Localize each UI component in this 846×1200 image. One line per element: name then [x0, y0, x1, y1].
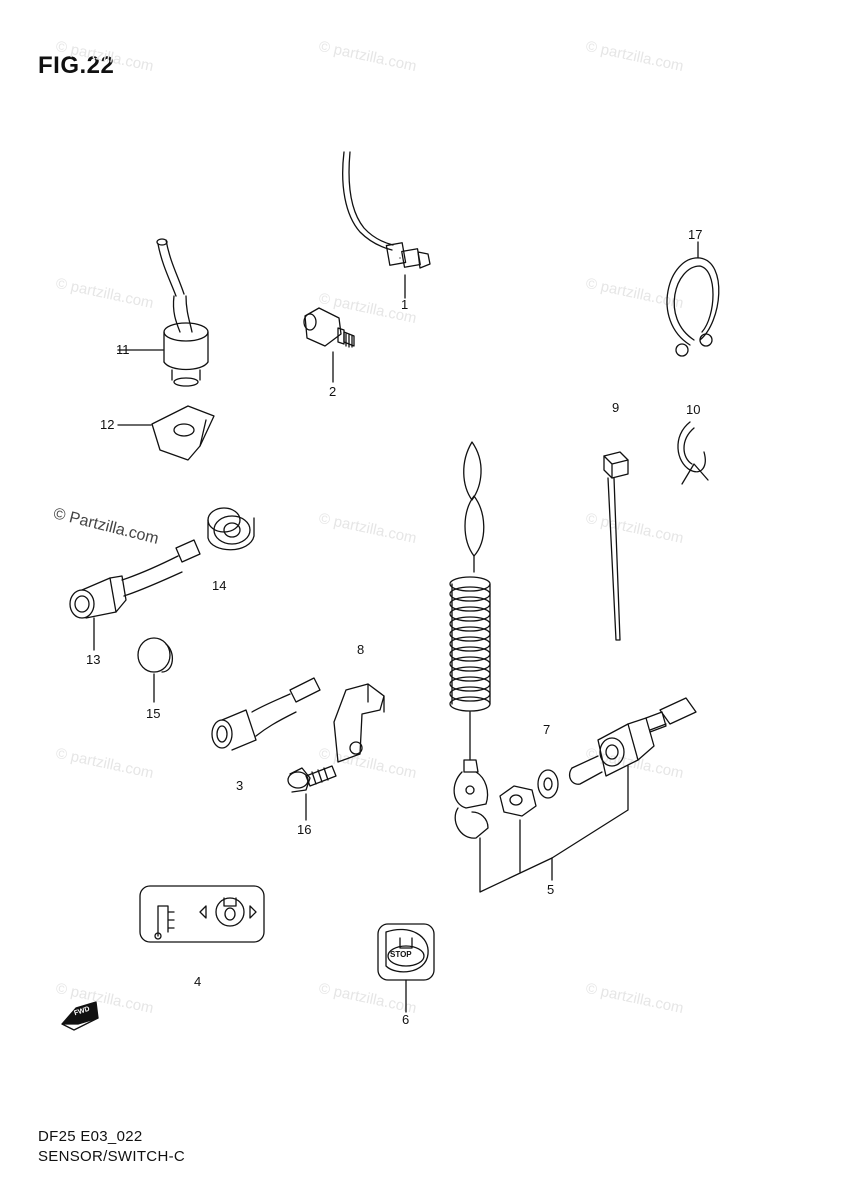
callout-8: 8: [357, 642, 365, 657]
callout-6: 6: [402, 1012, 410, 1027]
part-8-bracket: [333, 683, 385, 763]
part-9-cable-tie: [603, 451, 629, 641]
fwd-arrow-icon: [61, 1001, 99, 1031]
part-4-plate: [139, 885, 265, 943]
callout-14: 14: [212, 578, 227, 593]
part-15-cap: [137, 637, 173, 703]
callout-2: 2: [329, 384, 337, 399]
part-3-switch: [211, 677, 321, 751]
callout-10: 10: [686, 402, 701, 417]
part-1-sensor: [342, 151, 431, 299]
callout-3: 3: [236, 778, 244, 793]
part-13-switch: [69, 539, 201, 651]
callout-16: 16: [297, 822, 312, 837]
part-10-clip: [677, 421, 709, 485]
callout-7: 7: [543, 722, 551, 737]
part-6-stop-plate: [377, 923, 435, 1013]
callout-12: 12: [100, 417, 115, 432]
part-16-bolt: [287, 765, 337, 821]
footer-section: SENSOR/SWITCH-C: [38, 1148, 185, 1165]
callout-1: 1: [401, 297, 409, 312]
part-5-lanyard: [449, 441, 697, 893]
callout-11: 11: [116, 342, 130, 357]
part-11-switch: [117, 238, 209, 387]
callout-17: 17: [688, 227, 703, 242]
figure-title: FIG.22: [38, 52, 115, 79]
part-2-plug: [303, 307, 355, 383]
callout-9: 9: [612, 400, 620, 415]
part-14-nut: [207, 507, 255, 551]
stop-plate-text: STOP: [390, 950, 412, 959]
callout-4: 4: [194, 974, 202, 989]
part-12-bracket: [117, 405, 215, 461]
callout-15: 15: [146, 706, 161, 721]
part-17-clamp: [666, 241, 720, 357]
footer-model: DF25 E03_022: [38, 1128, 143, 1145]
callout-13: 13: [86, 652, 101, 667]
callout-5: 5: [547, 882, 555, 897]
